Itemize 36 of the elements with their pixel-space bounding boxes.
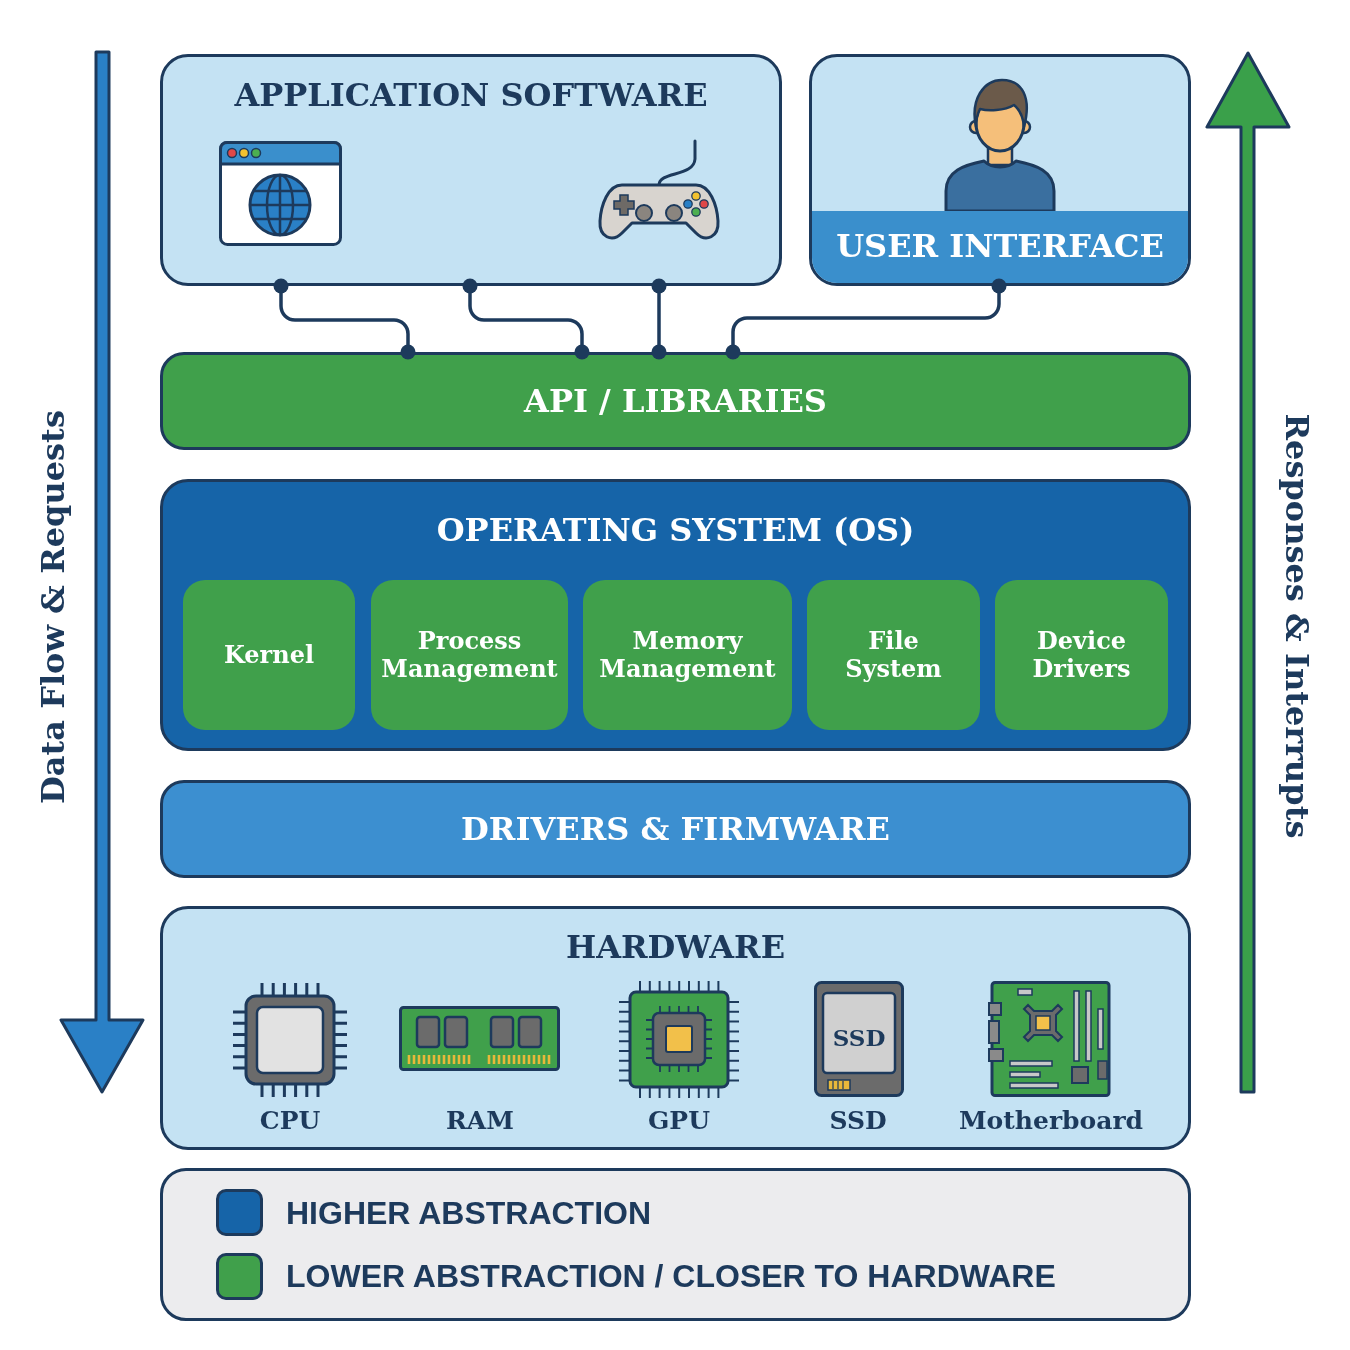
module-box — [995, 580, 1168, 730]
module-label: Kernel — [223, 641, 315, 669]
legend-text: LOWER ABSTRACTION / CLOSER TO HARDWARE — [286, 1257, 1056, 1295]
module-label: Process Management — [380, 627, 559, 683]
bar-title: DRIVERS & FIRMWARE — [461, 810, 890, 848]
band-title: USER INTERFACE — [836, 227, 1164, 265]
layer-bar — [160, 780, 1191, 878]
panel-title: HARDWARE — [565, 928, 786, 966]
connector-line — [462, 278, 590, 360]
module-label: File System — [844, 627, 943, 683]
panel-title: APPLICATION SOFTWARE — [234, 76, 708, 114]
component-label: Motherboard — [958, 1106, 1144, 1136]
connector-line — [725, 278, 1007, 360]
flow-label: Data Flow & Requests — [34, 410, 72, 804]
module-box — [371, 580, 568, 730]
component-label: CPU — [259, 1106, 321, 1136]
legend-text: HIGHER ABSTRACTION — [286, 1194, 652, 1232]
panel-title: OPERATING SYSTEM (OS) — [436, 511, 915, 549]
layer-panel — [809, 54, 1191, 286]
layer-panel — [160, 54, 782, 286]
module-label: Memory Management — [598, 627, 777, 683]
module-box — [807, 580, 980, 730]
bar-title: API / LIBRARIES — [524, 382, 827, 420]
layer-bar — [160, 352, 1191, 450]
layer-panel — [160, 906, 1191, 1150]
module-box — [183, 580, 355, 730]
flow-label: Responses & Interrupts — [1278, 413, 1316, 839]
module-box — [583, 580, 792, 730]
component-label: GPU — [648, 1106, 710, 1136]
drive-label: SSD — [832, 1024, 886, 1052]
connector-line — [651, 278, 667, 360]
module-label: Device Drivers — [1031, 627, 1132, 683]
component-label: RAM — [446, 1106, 514, 1136]
component-label: SSD — [829, 1106, 887, 1136]
connector-line — [273, 278, 416, 360]
layer-panel — [160, 479, 1191, 751]
